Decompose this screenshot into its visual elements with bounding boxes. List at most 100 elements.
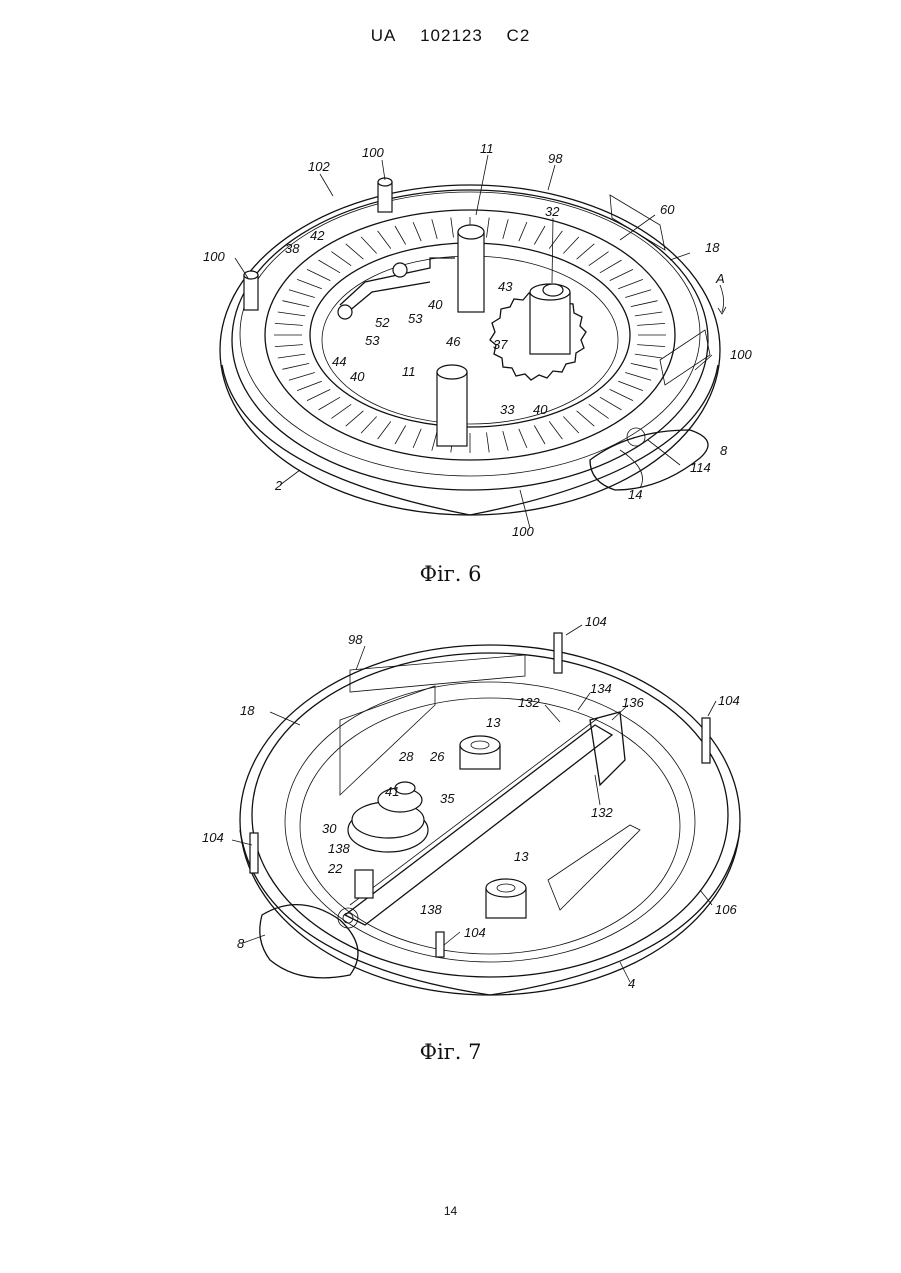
- ring-slot: [589, 252, 609, 266]
- ring-slot: [378, 421, 391, 439]
- fig6-callout-18: 18: [705, 240, 720, 255]
- fig6-callout-100: 100: [512, 524, 534, 539]
- fig6-callout-40: 40: [533, 402, 548, 417]
- fig6-callout-100: 100: [730, 347, 752, 362]
- fig6-callout-98: 98: [548, 151, 563, 166]
- fig6-callout-A: A: [715, 271, 725, 286]
- fig6-callout-52: 52: [375, 315, 390, 330]
- ring-slot: [631, 363, 658, 369]
- ring-slot: [519, 429, 527, 448]
- ring-slot: [289, 290, 315, 298]
- page-number: 14: [0, 1204, 901, 1218]
- ring-slot: [432, 431, 437, 451]
- ring-slot: [395, 426, 406, 445]
- ring-slot: [275, 323, 303, 325]
- fig7-callout-18: 18: [240, 703, 255, 718]
- fig7-callout-104: 104: [718, 693, 740, 708]
- figure-6-caption: Фіг. 6: [0, 562, 901, 586]
- ring-slot: [282, 363, 309, 369]
- ring-slot: [563, 237, 579, 254]
- ring-slot: [413, 429, 421, 448]
- fig7-callout-13: 13: [486, 715, 501, 730]
- fig7-callout-132: 132: [591, 805, 613, 820]
- fig6-callout-102: 102: [308, 159, 330, 174]
- ring-slot: [432, 219, 437, 239]
- fig6-callout-11: 11: [480, 141, 494, 156]
- ring-slot: [549, 231, 562, 249]
- ring-slot: [534, 226, 545, 245]
- fig7-callout-134: 134: [590, 681, 612, 696]
- fig6-callout-100: 100: [203, 249, 225, 264]
- ring-slot: [331, 252, 351, 266]
- fig6-callout-60: 60: [660, 202, 675, 217]
- ring-slot: [618, 279, 643, 288]
- fig6-callout-37: 37: [493, 337, 508, 352]
- ring-slot: [610, 389, 633, 400]
- ring-slot: [395, 226, 406, 245]
- ring-slot: [577, 411, 595, 426]
- ring-slot: [625, 373, 651, 381]
- ring-slot: [282, 301, 309, 307]
- ring-slot: [307, 269, 330, 280]
- ring-slot: [361, 417, 377, 434]
- ring-slot: [589, 404, 609, 418]
- ring-slot: [319, 260, 341, 273]
- patent-country: UA: [371, 26, 397, 45]
- fig7-callout-35: 35: [440, 791, 455, 806]
- ring-slot: [637, 345, 665, 347]
- fig7-callout-8: 8: [237, 936, 245, 951]
- fig6-callout-32: 32: [545, 204, 560, 219]
- fig6-callout-11: 11: [402, 364, 416, 379]
- ring-slot: [534, 426, 545, 445]
- fig6-callout-44: 44: [332, 354, 346, 369]
- ring-slot: [635, 354, 662, 358]
- fig7-callout-41: 41: [385, 784, 399, 799]
- ring-slot: [297, 381, 322, 390]
- ring-slot: [413, 222, 421, 241]
- fig7-callout-104: 104: [585, 614, 607, 629]
- fig6-callout-40: 40: [350, 369, 365, 384]
- fig7-callout-104: 104: [202, 830, 224, 845]
- fig6-callout-53: 53: [408, 311, 423, 326]
- patent-kind: C2: [507, 26, 531, 45]
- ring-slot: [278, 312, 305, 316]
- fig6-callout-43: 43: [498, 279, 513, 294]
- fig7-callout-22: 22: [327, 861, 343, 876]
- ring-slot: [503, 219, 508, 239]
- fig6-callout-46: 46: [446, 334, 461, 349]
- patent-header: UA 102123 C2: [0, 26, 901, 46]
- fig7-callout-138: 138: [328, 841, 350, 856]
- fig7-callout-28: 28: [398, 749, 414, 764]
- ring-slot: [378, 231, 391, 249]
- ring-slot: [503, 431, 508, 451]
- fig7-callout-26: 26: [429, 749, 445, 764]
- fig7-callout-136: 136: [622, 695, 644, 710]
- ring-slot: [331, 404, 351, 418]
- ring-slot: [631, 301, 658, 307]
- ring-slot: [563, 417, 579, 434]
- ring-slot: [600, 397, 622, 410]
- fig7-callout-106: 106: [715, 902, 737, 917]
- ring-slot: [618, 381, 643, 390]
- fig6-callout-40: 40: [428, 297, 443, 312]
- fig7-callout-4: 4: [628, 976, 635, 991]
- ring-slot: [275, 345, 303, 347]
- figure-7-drawing: 1049818104131321341362826413513230104138…: [0, 612, 901, 1012]
- fig7-callout-30: 30: [322, 821, 337, 836]
- fig6-callout-100: 100: [362, 145, 384, 160]
- fig7-callout-104: 104: [464, 925, 486, 940]
- fig7-callout-13: 13: [514, 849, 529, 864]
- fig6-callout-53: 53: [365, 333, 380, 348]
- fig6-callout-42: 42: [310, 228, 325, 243]
- ring-slot: [637, 323, 665, 325]
- patent-number: 102123: [420, 26, 483, 45]
- ring-slot: [610, 269, 633, 280]
- ring-slot: [361, 237, 377, 254]
- ring-slot: [625, 290, 651, 298]
- ring-slot: [577, 244, 595, 259]
- fig6-callout-38: 38: [285, 241, 300, 256]
- ring-slot: [635, 312, 662, 316]
- ring-slot: [487, 218, 490, 238]
- fig6-callout-14: 14: [628, 487, 642, 502]
- fig6-callout-33: 33: [500, 402, 515, 417]
